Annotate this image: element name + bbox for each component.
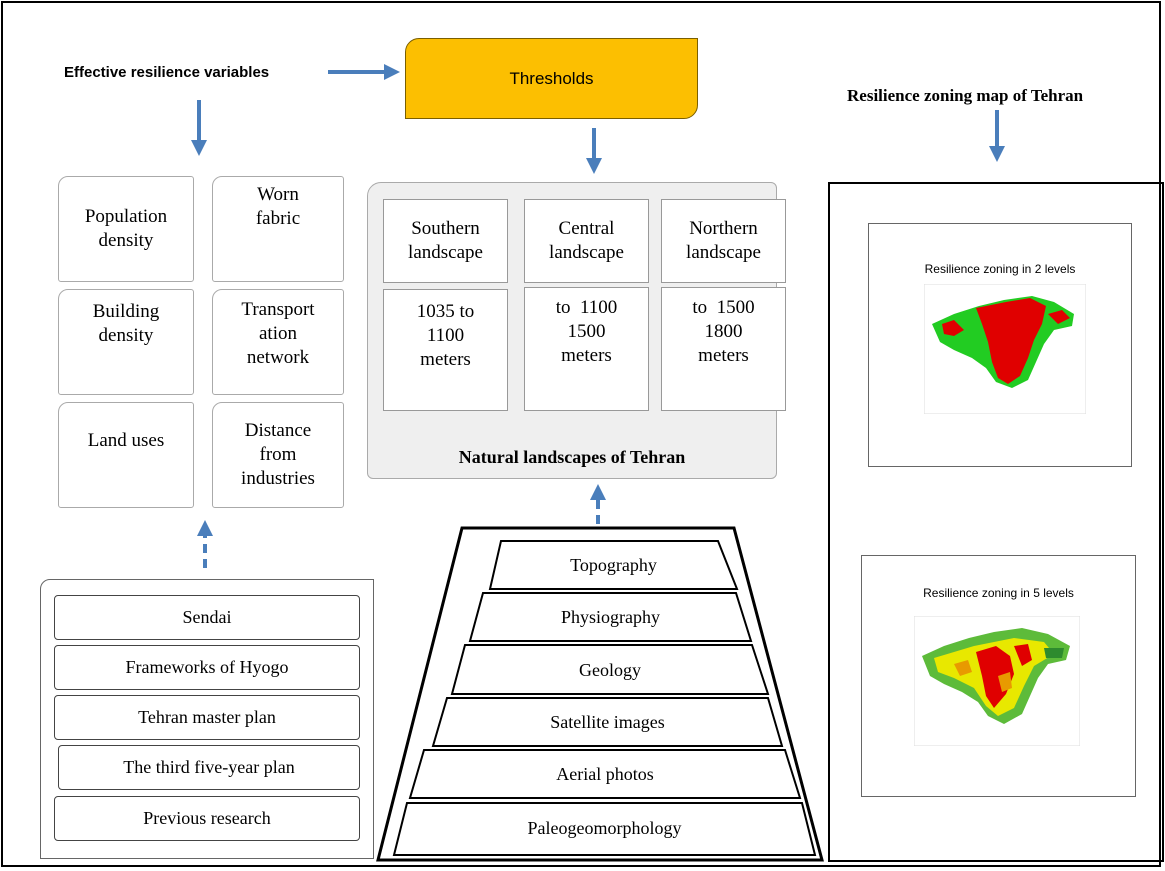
natural-landscapes-title: Natural landscapes of Tehran bbox=[458, 447, 686, 467]
layer-physiography: Physiography bbox=[561, 607, 660, 627]
layer-paleogeomorphology: Paleogeomorphology bbox=[527, 818, 682, 838]
layer-geology: Geology bbox=[579, 660, 641, 680]
source-sendai: Sendai bbox=[54, 595, 360, 640]
layer-aerial-shape bbox=[408, 749, 802, 799]
tehran-map-5-levels bbox=[914, 616, 1080, 746]
source-hyogo: Frameworks of Hyogo bbox=[54, 645, 360, 690]
variables-heading: Effective resilience variables bbox=[64, 64, 270, 81]
variable-land-uses: Land uses bbox=[58, 402, 194, 508]
map-2-levels-label: Resilience zoning in 2 levels bbox=[924, 262, 1076, 276]
map-card-2-levels: Resilience zoning in 2 levels bbox=[868, 223, 1132, 467]
tehran-map-2-levels bbox=[924, 284, 1086, 414]
sources-container bbox=[40, 579, 374, 859]
layer-satellite-images: Satellite images bbox=[550, 712, 665, 732]
source-five-year-plan: The third five-year plan bbox=[58, 745, 360, 790]
source-previous-research: Previous research bbox=[54, 796, 360, 841]
map-5-levels-label: Resilience zoning in 5 levels bbox=[923, 586, 1074, 600]
layer-aerial-photos: Aerial photos bbox=[556, 764, 654, 784]
zoning-maps-panel bbox=[828, 182, 1164, 862]
thresholds-box: Thresholds bbox=[405, 38, 698, 119]
zoning-map-heading: Resilience zoning map of Tehran bbox=[847, 86, 1084, 105]
layer-satellite-shape bbox=[431, 697, 784, 747]
layer-physiography-shape bbox=[468, 592, 753, 642]
layer-paleo-shape bbox=[392, 802, 817, 856]
source-master-plan: Tehran master plan bbox=[54, 695, 360, 740]
layer-topography-shape bbox=[488, 540, 739, 590]
layer-geology-shape bbox=[450, 644, 770, 695]
map-card-5-levels: Resilience zoning in 5 levels bbox=[861, 555, 1136, 797]
layer-topography: Topography bbox=[570, 555, 657, 575]
